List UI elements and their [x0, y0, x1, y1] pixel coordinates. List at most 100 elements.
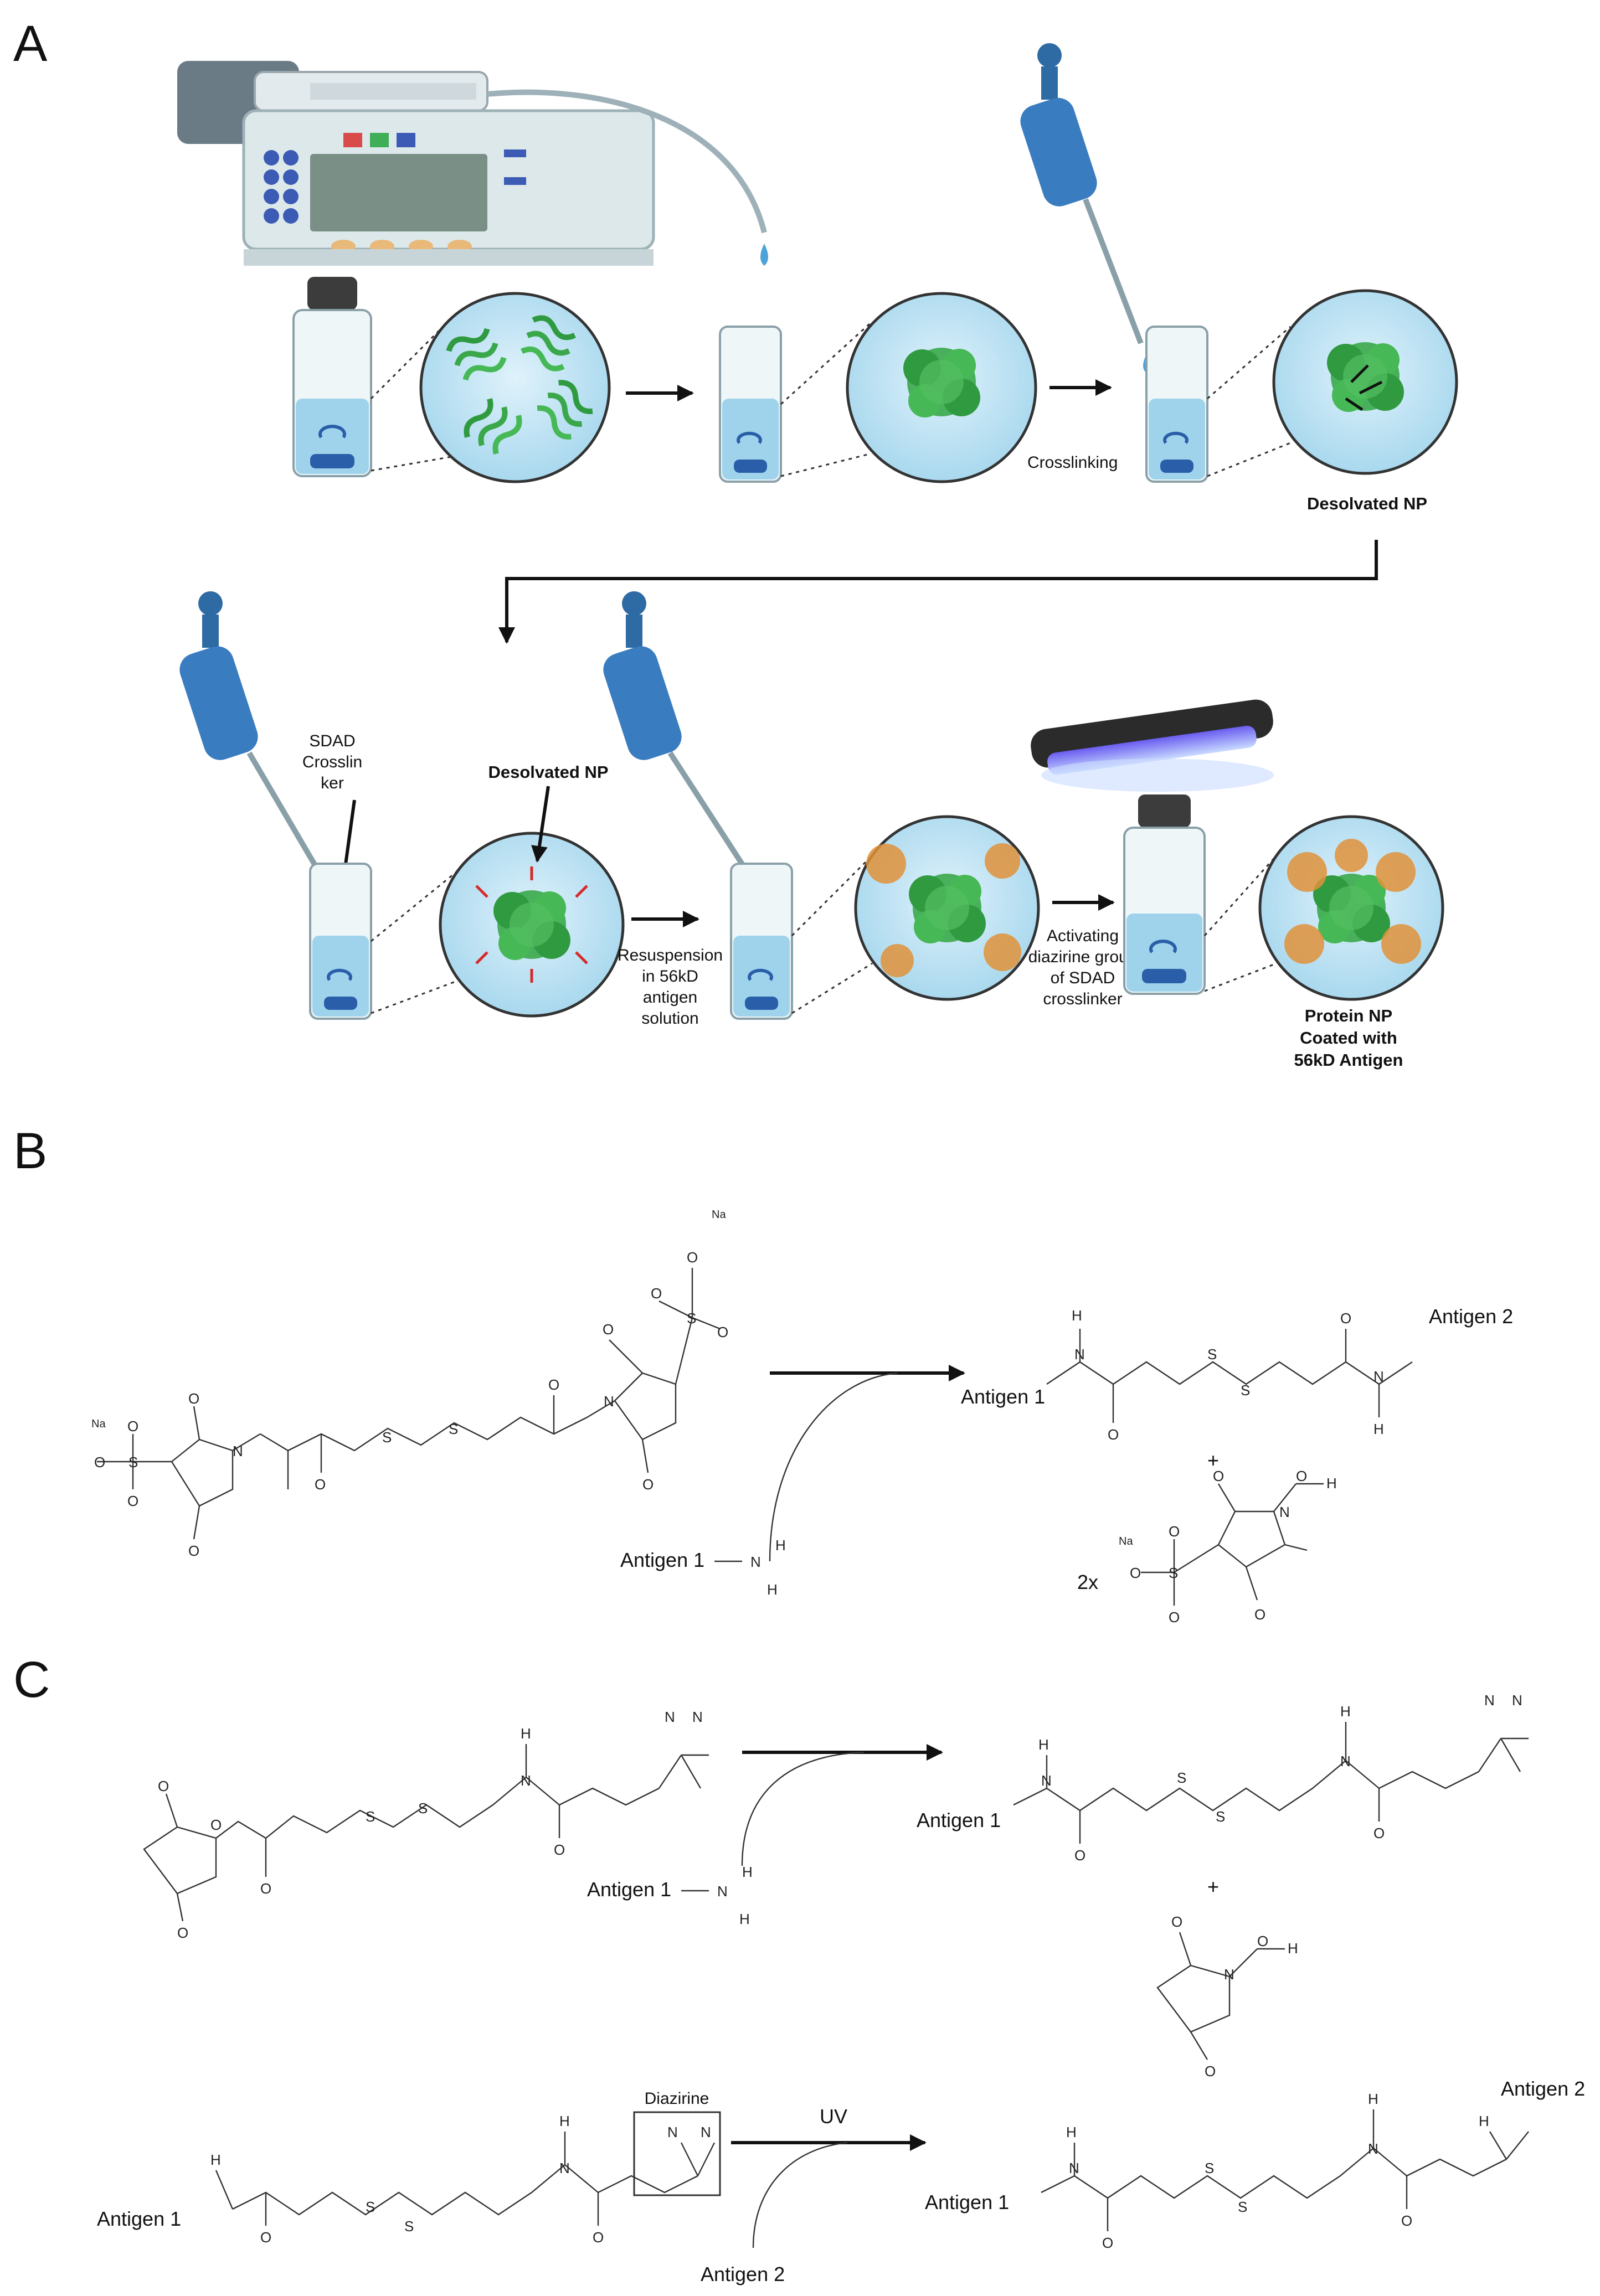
svg-text:H: H [1373, 1421, 1384, 1437]
zoom-line [371, 868, 460, 942]
product2-antigen-1: Antigen 1 [925, 2191, 1009, 2214]
start2-atoms: H O S S H N O N N [210, 2113, 711, 2246]
byproduct-b-structure [1141, 1483, 1324, 1606]
antigen-icon [866, 843, 1021, 977]
pointer-arrow [531, 786, 550, 863]
start2-antigen-1: Antigen 1 [97, 2207, 181, 2230]
product-c1-structure [1013, 1722, 1529, 1844]
svg-text:N: N [1074, 1346, 1085, 1363]
label-protein-np-3: 56kD Antigen [1294, 1050, 1403, 1070]
svg-text:N: N [1373, 1368, 1384, 1385]
svg-text:H: H [559, 2113, 570, 2129]
label-resuspension-1: Resuspension [618, 946, 723, 964]
product-c2-structure [1041, 2109, 1529, 2231]
svg-text:O: O [210, 1817, 222, 1833]
svg-text:N: N [667, 2124, 678, 2140]
product-c2-atoms: H N O S S H N O H [1066, 2091, 1489, 2251]
svg-text:N: N [1069, 2160, 1079, 2176]
svg-text:O: O [315, 1476, 326, 1493]
nhs-atoms: O N O H O [1171, 1913, 1298, 2080]
svg-text:S: S [404, 2218, 414, 2235]
product-c1-atoms: H N O S S H N O N N [1038, 1692, 1522, 1864]
svg-text:O: O [1169, 1609, 1180, 1626]
svg-text:S: S [1216, 1808, 1225, 1825]
sdad-structure [143, 1744, 709, 1922]
label-protein-np-2: Coated with [1300, 1028, 1397, 1048]
svg-text:O: O [260, 1880, 271, 1897]
vial-3 [1145, 326, 1208, 483]
nanoparticle-icon [493, 890, 570, 960]
svg-text:S: S [1207, 1346, 1217, 1363]
vial-6 [1123, 794, 1206, 995]
svg-text:S: S [366, 2199, 375, 2215]
label-sdad-line3: ker [321, 774, 344, 792]
svg-text:S: S [449, 1421, 458, 1437]
svg-text:N: N [1279, 1504, 1290, 1520]
amine-h: H [742, 1864, 753, 1880]
svg-text:O: O [1074, 1847, 1085, 1864]
svg-text:H: H [1038, 1736, 1049, 1753]
amine-h: H [739, 1911, 750, 1927]
label-activating-2: diazirine group [1028, 948, 1138, 966]
zoom-line [791, 962, 873, 1014]
svg-text:S: S [366, 1808, 375, 1825]
svg-text:N: N [559, 2160, 570, 2176]
svg-text:S: S [687, 1310, 696, 1327]
svg-text:N: N [1484, 1692, 1495, 1709]
svg-text:N: N [692, 1709, 703, 1725]
svg-text:H: H [1479, 2113, 1489, 2129]
svg-text:O: O [1213, 1468, 1224, 1484]
svg-text:S: S [1177, 1769, 1186, 1786]
label-protein-np-1: Protein NP [1305, 1006, 1392, 1025]
vial-5 [730, 863, 793, 1020]
product-b-structure [1046, 1329, 1413, 1423]
panel-label-a: A [13, 16, 48, 72]
amine-n: N [717, 1883, 728, 1900]
product2-antigen-2: Antigen 2 [1501, 2077, 1585, 2100]
amine-h: H [767, 1581, 778, 1598]
svg-text:O: O [94, 1454, 105, 1471]
svg-text:S: S [418, 1800, 428, 1817]
amine-curve [769, 1372, 898, 1562]
vial-1 [292, 277, 372, 477]
svg-text:N: N [1512, 1692, 1522, 1709]
svg-text:O: O [548, 1376, 559, 1393]
svg-text:O: O [1102, 2235, 1113, 2251]
product-antigen-1: Antigen 1 [961, 1385, 1045, 1408]
svg-text:O: O [1401, 2212, 1412, 2229]
svg-text:S: S [1169, 1565, 1178, 1581]
svg-text:H: H [1326, 1475, 1337, 1492]
zoom-line [370, 317, 452, 400]
svg-text:H: H [210, 2151, 221, 2168]
zoom-line [1203, 854, 1278, 937]
svg-text:O: O [158, 1778, 169, 1794]
svg-text:O: O [1373, 1825, 1385, 1841]
svg-text:S: S [1238, 2199, 1247, 2215]
svg-text:N: N [233, 1443, 243, 1459]
diazirine-box [633, 2111, 721, 2196]
zoom-line [1207, 326, 1291, 400]
sdad-crosslinker-marks [475, 866, 588, 983]
svg-text:N: N [1224, 1966, 1234, 1983]
svg-text:O: O [1257, 1933, 1268, 1949]
svg-text:O: O [687, 1249, 698, 1266]
diazirine-start-structure [215, 2132, 716, 2226]
svg-text:H: H [1368, 2091, 1378, 2107]
dtssp-structure [97, 1268, 721, 1540]
svg-text:H: H [1340, 1703, 1351, 1720]
zoom-line [791, 854, 873, 937]
label-resuspension-2: in 56kD [642, 967, 698, 986]
nanoparticle-icon [909, 874, 986, 943]
uv-label: UV [820, 2105, 847, 2128]
zoom-line [1204, 962, 1277, 992]
nanoparticle-icon [1327, 342, 1404, 412]
svg-text:N: N [521, 1772, 531, 1789]
nanoparticle-icon [1313, 874, 1390, 943]
zoom-line [371, 456, 452, 472]
svg-text:O: O [1130, 1565, 1141, 1581]
label-activating-3: of SDAD [1051, 969, 1115, 987]
svg-text:O: O [717, 1324, 728, 1340]
svg-text:O: O [188, 1390, 199, 1407]
svg-text:N: N [665, 1709, 675, 1725]
amine-n: N [750, 1554, 761, 1570]
